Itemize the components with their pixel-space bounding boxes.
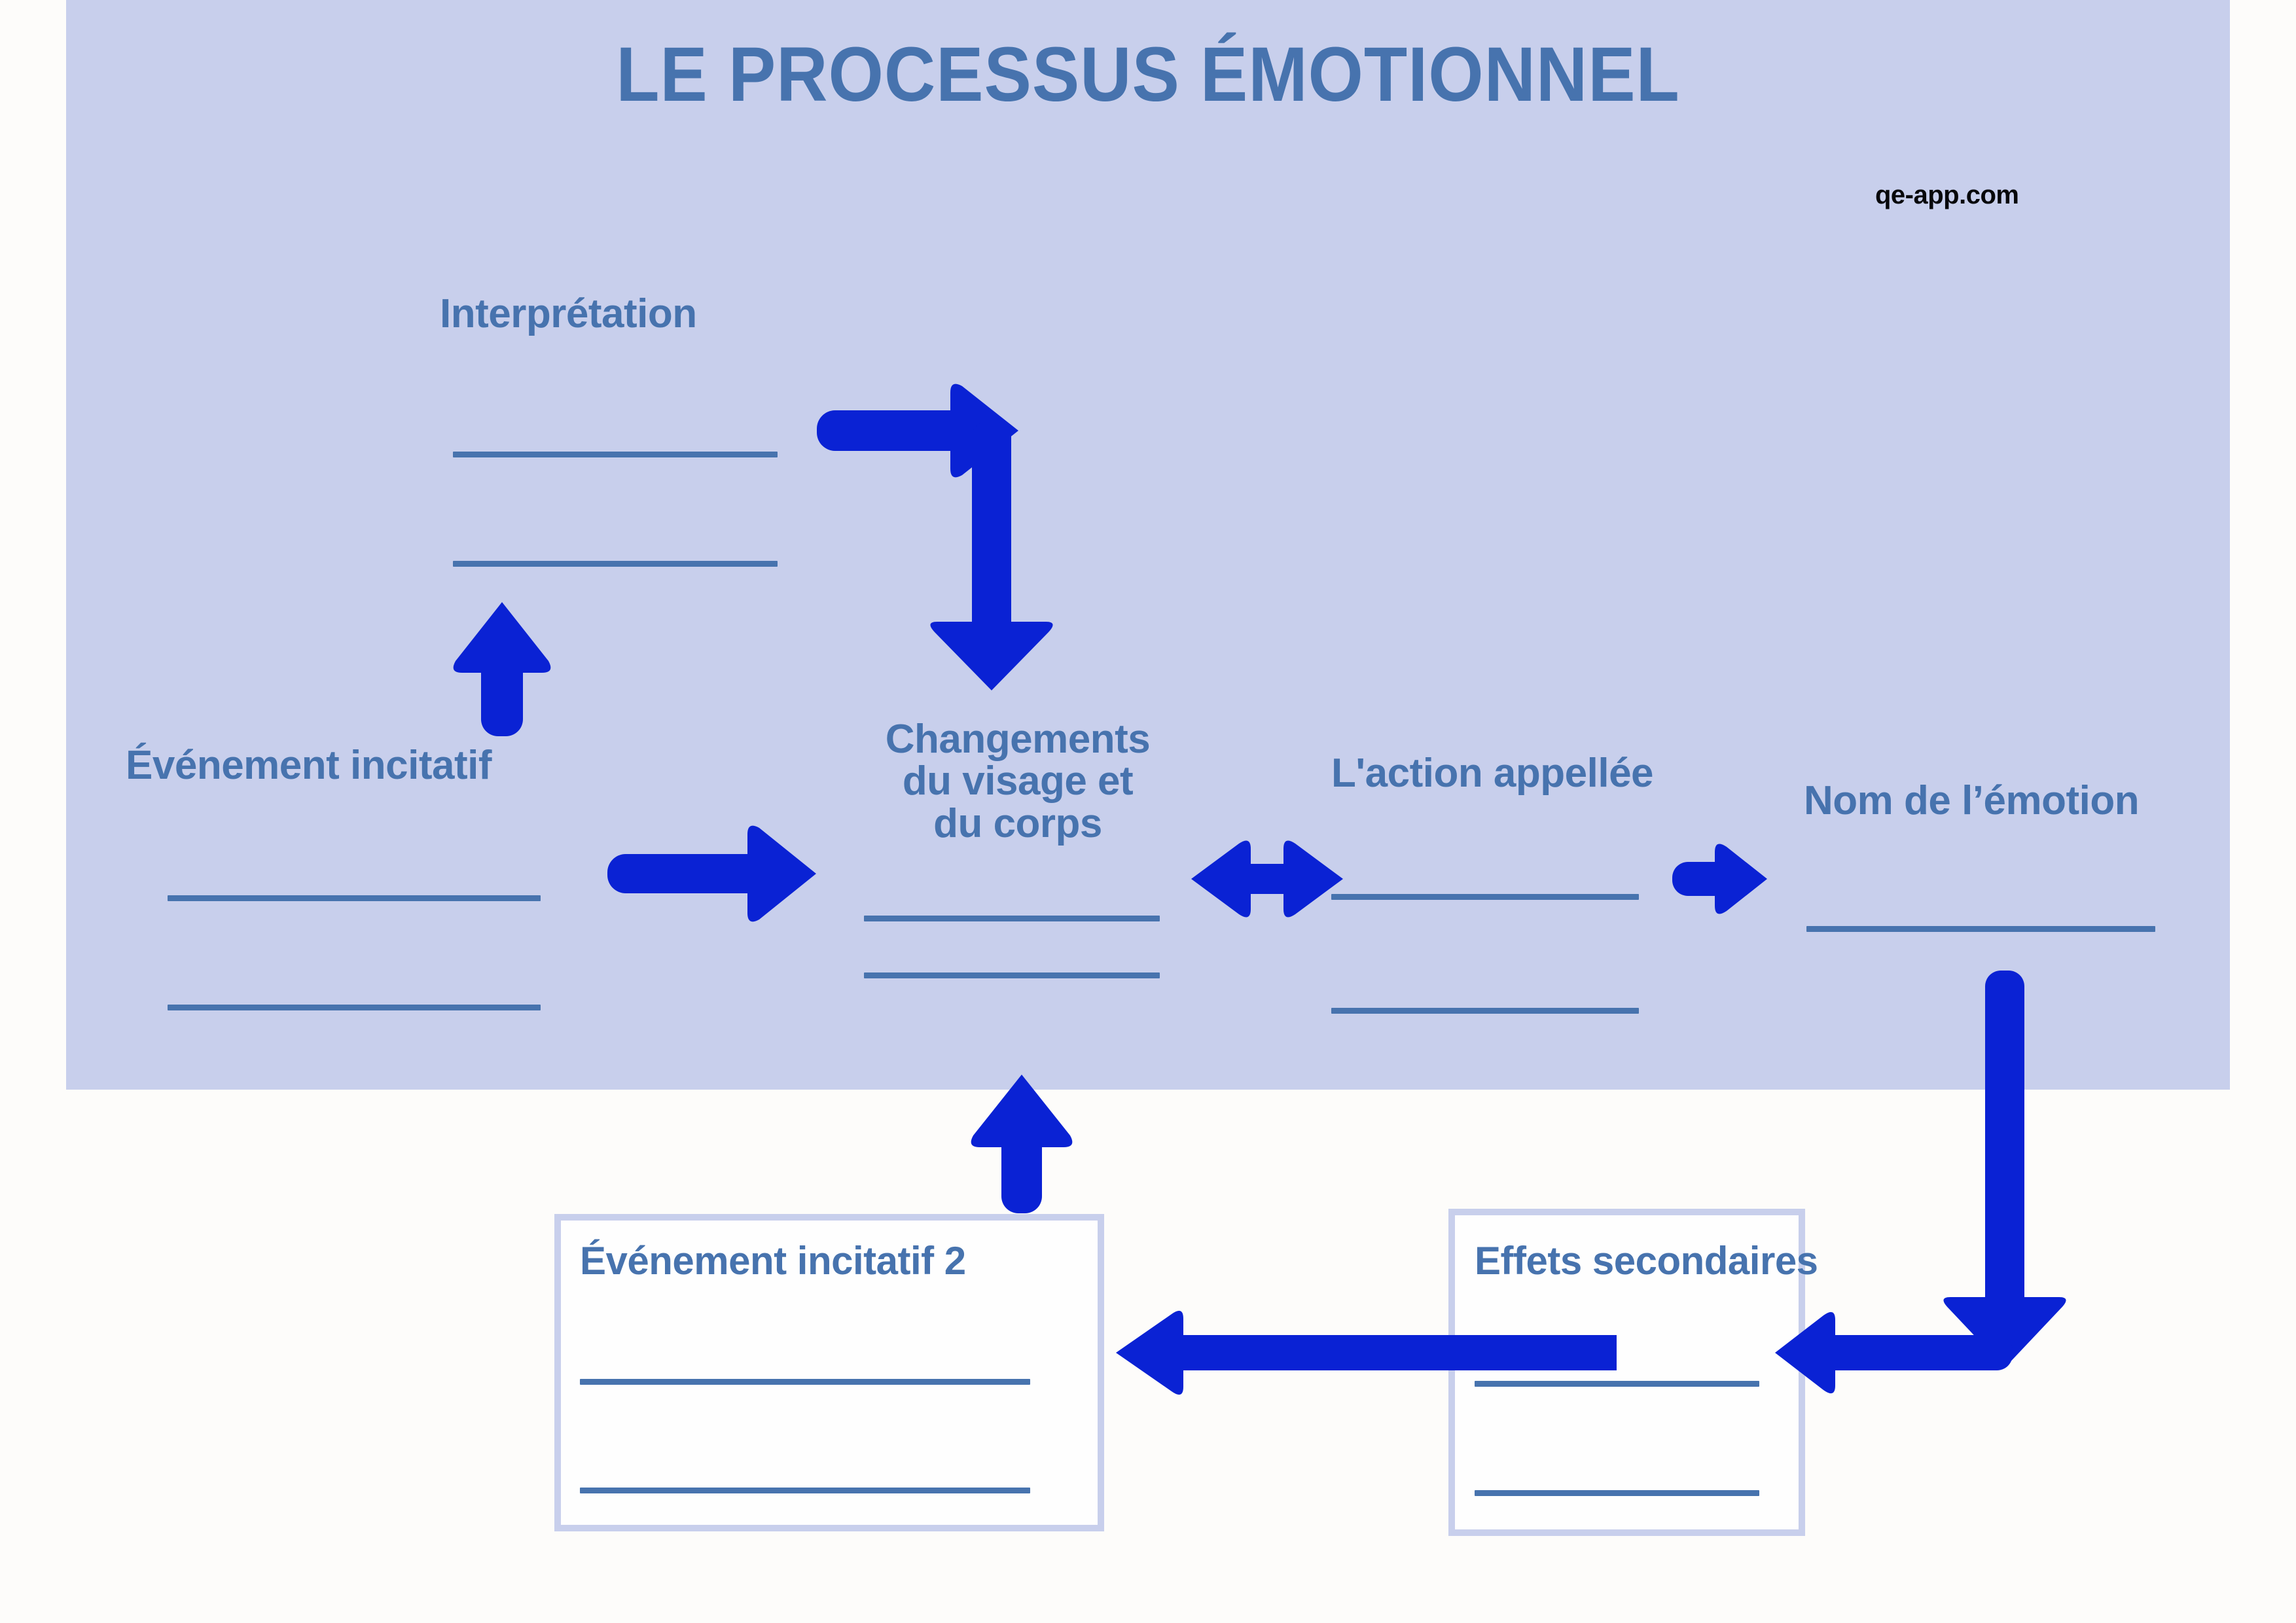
action-appellee-line-2[interactable] [1331,1008,1639,1014]
page-title: LE PROCESSUS ÉMOTIONNEL [616,31,1680,118]
interpretation-line-1[interactable] [453,452,778,457]
node-label-interpretation: Interprétation [440,291,697,336]
arrow-effets-to-evenement2 [1116,1310,2013,1395]
evenement-incitatif-2-line-2[interactable] [580,1488,1030,1493]
arrow-evenement2-up-to-changements [971,1075,1073,1213]
changements-line-2-rule[interactable] [864,972,1160,978]
changements-line-1: Changements [885,717,1151,762]
box-title-evenement-incitatif-2: Événement incitatif 2 [580,1239,966,1283]
node-label-nom-emotion: Nom de l’émotion [1804,778,2140,823]
lavender-panel [66,0,2230,1090]
effets-secondaires-line-1[interactable] [1475,1381,1759,1387]
box-effets-secondaires [1448,1209,1805,1536]
action-appellee-line-1[interactable] [1331,894,1639,900]
box-evenement-incitatif-2 [554,1214,1104,1531]
interpretation-line-2[interactable] [453,561,778,567]
node-label-action-appellee: L'action appellée [1331,751,1654,796]
box-title-effets-secondaires: Effets secondaires [1475,1239,1818,1283]
arrow-interpretation-down-to-changements [930,422,1053,690]
node-label-evenement-incitatif: Événement incitatif [126,743,492,788]
arrow-action-to-nom-emotion [1672,844,1767,914]
arrow-evenement-to-interpretation [453,602,551,736]
changements-line-2: du visage et [902,758,1134,804]
arrow-nom-emotion-down [1943,971,2066,1368]
watermark-label: qe-app.com [1875,181,2019,209]
changements-line-3: du corps [933,800,1102,846]
arrow-changements-action-bidirectional [1191,840,1343,918]
changements-line-1-rule[interactable] [864,916,1160,921]
arrow-evenement-to-changements [607,825,816,922]
effets-secondaires-line-2[interactable] [1475,1490,1759,1496]
evenement-incitatif-line-1[interactable] [168,895,541,901]
evenement-incitatif-line-2[interactable] [168,1005,541,1010]
node-label-changements: Changements du visage et du corps [844,717,1191,846]
nom-emotion-line-1[interactable] [1806,926,2155,932]
evenement-incitatif-2-line-1[interactable] [580,1379,1030,1385]
